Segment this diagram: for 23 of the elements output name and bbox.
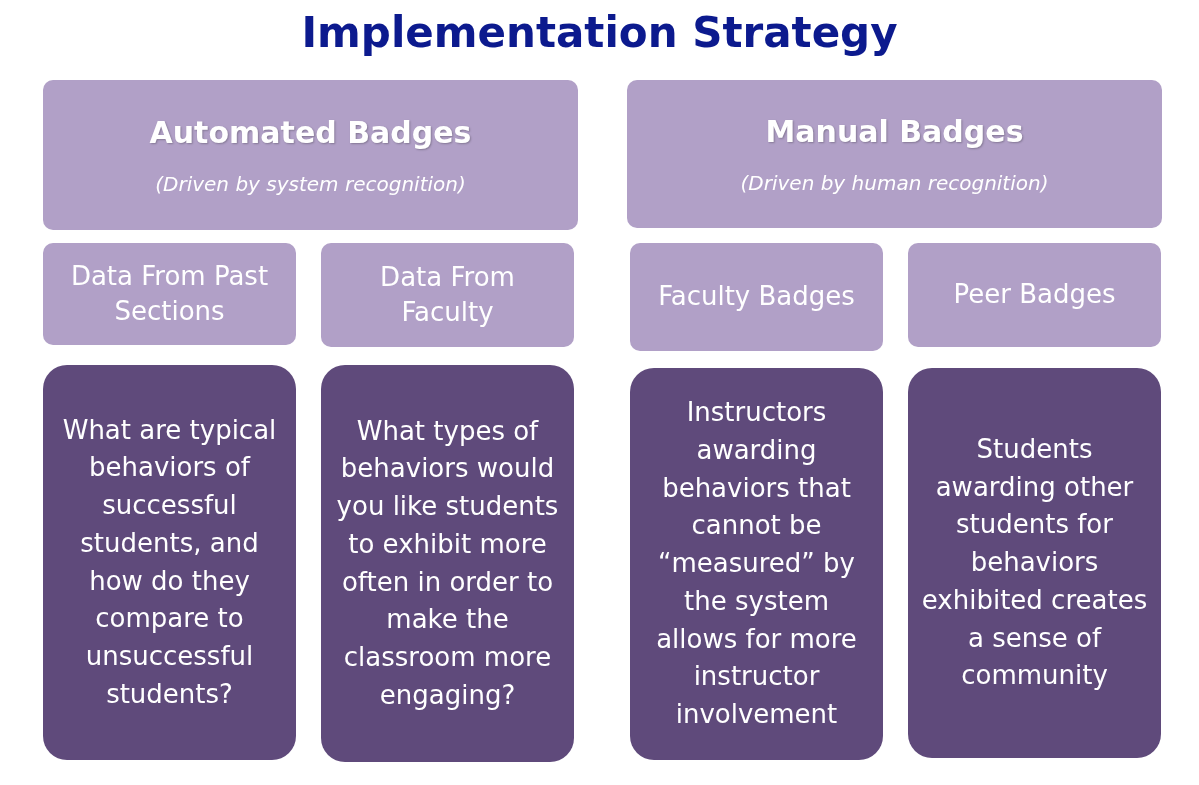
description-card (43, 365, 296, 760)
subcategory-card (43, 243, 296, 345)
subheading-text: (Driven by human recognition) (740, 170, 1049, 195)
diagram-title: Implementation Strategy (301, 8, 898, 57)
description-text: What types of behaviors would you like students to exhibit more often in order to make the classroom more engaging? (335, 414, 560, 712)
subheading-text: (Driven by system recognition) (155, 171, 466, 196)
heading-card (627, 80, 1162, 228)
subcategory-label: Data From Past Sections (69, 259, 270, 328)
description-text: Students awarding other students for behaviors exhibited creates a sense of community (920, 433, 1149, 693)
subcategory-card (630, 243, 883, 351)
subcategory-label: Data From Faculty (379, 260, 516, 329)
subcategory-label: Peer Badges (952, 278, 1117, 312)
description-card (321, 365, 574, 762)
description-text: Instructors awarding behaviors that cannot be “measured” by the system allows for more instructor involvement (655, 396, 858, 731)
description-text: What are typical behaviors of successful students, and how do they compare to unsuccessful students? (61, 413, 278, 711)
heading-card (43, 80, 578, 230)
heading-text: Automated Badges (149, 114, 472, 150)
description-card (908, 368, 1161, 758)
description-card (630, 368, 883, 760)
heading-text: Manual Badges (765, 113, 1024, 149)
subcategory-card (908, 243, 1161, 347)
subcategory-label: Faculty Badges (657, 280, 856, 314)
subcategory-card (321, 243, 574, 347)
